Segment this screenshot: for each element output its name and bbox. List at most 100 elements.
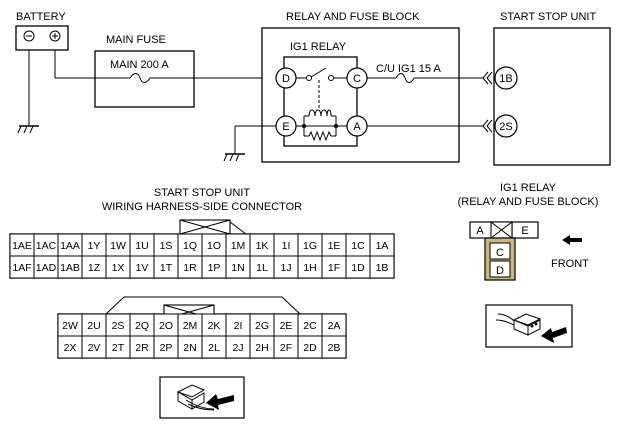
connector-upper-pin-label: 1T (160, 262, 173, 274)
connector-upper-pin-label: 1U (135, 240, 148, 252)
connector-lower-pin-label: 2I (234, 320, 243, 332)
connector-upper-pin-label: 1A (376, 240, 389, 252)
connector-lower-pin-label: 2Q (135, 320, 149, 332)
relay-terminal-c-label: C (353, 73, 361, 85)
connector-upper-pin-label: 1K (256, 240, 269, 252)
connector-title-2: WIRING HARNESS-SIDE CONNECTOR (102, 201, 302, 213)
switch-icon (310, 67, 327, 78)
relay-block-label: RELAY AND FUSE BLOCK (286, 11, 420, 23)
connector-lower-pin-label: 2E (280, 320, 293, 332)
main-fuse-box (94, 50, 195, 108)
relay-connector-c: C (496, 247, 504, 259)
connector-lower-pin-label: 2G (255, 320, 269, 332)
start-stop-unit-box (493, 27, 611, 166)
connector-upper-pin-label: 1AD (36, 262, 57, 274)
connector-plug-icon (159, 376, 245, 419)
connector-upper-pin-label: 1AA (60, 240, 80, 252)
connector-lower-pin-label: 2S (112, 320, 125, 332)
connector-lower-pin-label: 2A (328, 320, 341, 332)
fuse-icon (129, 73, 151, 83)
connector-lower-pin-cell (321, 335, 347, 359)
connector-lower-pin-label: 2R (135, 342, 149, 354)
relay-terminal-d (275, 67, 297, 89)
connector-lower-pin-label: 2H (255, 342, 268, 354)
ig1-relay-label: IG1 RELAY (290, 41, 347, 53)
connector-upper-pin-label: 1E (328, 240, 341, 252)
relay-connector-e: E (521, 225, 528, 237)
connector-lower-pin-label: 2J (232, 342, 243, 354)
connector-upper-pin-label: 1AC (36, 240, 57, 252)
connector-upper-pin-label: 1M (231, 240, 246, 252)
relay-connector (469, 221, 539, 281)
battery-icon (15, 25, 69, 51)
ground-symbol-icon (17, 125, 39, 134)
connector-lower-pin-label: 2K (208, 320, 221, 332)
unit-terminal-1b (494, 66, 518, 90)
connector-upper-pin-label: 1W (110, 240, 126, 252)
connector-upper-pin-label: 1O (207, 240, 221, 252)
arrow-icon (206, 394, 234, 410)
connector-upper-pin-label: 1L (256, 262, 268, 274)
connector-lower-pin-label: 2V (88, 342, 101, 354)
main-fuse-label: MAIN FUSE (106, 34, 166, 46)
relay-terminal-d-label: D (282, 73, 290, 85)
connector-upper-pin-label: 1F (328, 262, 340, 274)
connector-lower-pin-label: 2B (328, 342, 341, 354)
connector-upper-pin-label: 1AE (12, 240, 32, 252)
connector-plug-icon (485, 304, 573, 348)
connector-lower-pin-label: 2N (183, 342, 196, 354)
connector-upper-pin-label: 1G (303, 240, 317, 252)
connector-lower-pin-label: 2C (303, 320, 317, 332)
connector-upper-pin-label: 1R (183, 262, 197, 274)
connector-upper-pin-label: 1P (208, 262, 221, 274)
relay-terminal-a-label: A (353, 121, 361, 133)
connector-upper-pin-label: 1B (376, 262, 389, 274)
connector-upper-pin-label: 1C (351, 240, 365, 252)
arrow-icon (541, 327, 567, 343)
connector-lower-pin-label: 2D (303, 342, 317, 354)
connector-lower-pin-label: 2U (87, 320, 100, 332)
connector-title-1: START STOP UNIT (154, 187, 250, 199)
connector-upper-pin-label: 1AF (12, 262, 31, 274)
connector-lower-pin-label: 2W (62, 320, 78, 332)
relay-connector-d: D (496, 265, 504, 277)
start-stop-unit-label: START STOP UNIT (500, 11, 596, 23)
battery-label: BATTERY (16, 11, 66, 23)
connector-lower-pin-label: 2F (280, 342, 292, 354)
connector-upper-pin-label: 1V (136, 262, 149, 274)
connector-upper-pin-label: 1Y (88, 240, 101, 252)
connector-upper-pin-label: 1H (303, 262, 316, 274)
coil-icon (308, 109, 332, 117)
relay-connector-title-1: IG1 RELAY (500, 182, 557, 194)
main-fuse-rating: MAIN 200 A (110, 59, 169, 71)
connector-upper-pin-label: 1S (160, 240, 173, 252)
unit-terminal-2s-label: 2S (499, 121, 512, 133)
connector-upper-pin-label: 1D (351, 262, 365, 274)
cu-fuse-label: C/U IG1 15 A (376, 63, 441, 75)
connector-lower-pin-label: 2M (183, 320, 198, 332)
ground-symbol-icon (223, 153, 245, 162)
unit-terminal-1b-label: 1B (499, 73, 512, 85)
relay-terminal-e-label: E (282, 121, 289, 133)
connector-upper-pin-label: 1Z (88, 262, 101, 274)
connector-upper-pin-label: 1AB (60, 262, 80, 274)
connector-lower-pin-label: 2L (208, 342, 220, 354)
connector-upper-pin-label: 1I (282, 240, 291, 252)
connector-upper-pin-cell (369, 255, 395, 279)
connector-lower-pin-label: 2O (159, 320, 173, 332)
relay-and-fuse-block (261, 27, 460, 163)
ig1-relay-box (283, 56, 358, 147)
fuse-icon (395, 73, 415, 83)
connector-upper-pin-label: 1N (231, 262, 244, 274)
connector-upper-pin-label: 1X (112, 262, 125, 274)
relay-connector-title-2: (RELAY AND FUSE BLOCK) (458, 196, 599, 208)
arrow-left-icon (562, 235, 582, 245)
connector-lower-pin-label: 2P (160, 342, 173, 354)
connector-upper-pin-label: 1Q (183, 240, 197, 252)
connector-upper-pin-label: 1J (280, 262, 291, 274)
relay-connector-a: A (476, 225, 484, 237)
front-label: FRONT (551, 258, 589, 270)
